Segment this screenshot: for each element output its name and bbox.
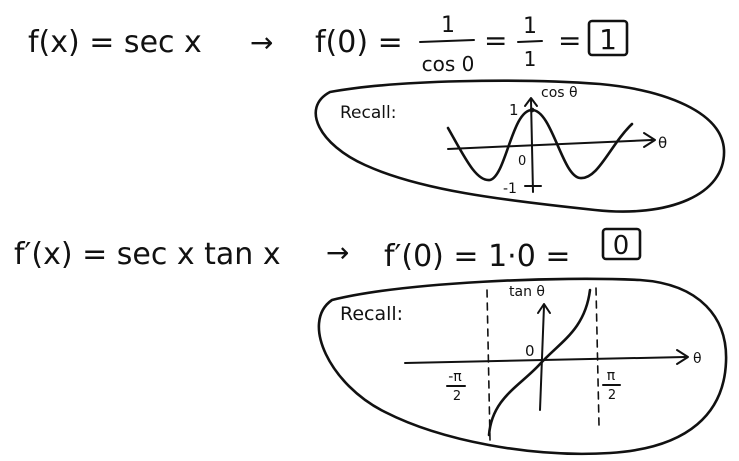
tan-vertical-axis <box>539 305 545 411</box>
cos-curve-label: cos θ <box>541 85 578 101</box>
line2-derivative: f′(x) = sec x tan x <box>14 237 281 272</box>
tan-vertical-arrowhead <box>537 303 551 314</box>
pi-denominator: 2 <box>608 388 616 403</box>
tan-curve-label: tan θ <box>509 284 545 300</box>
answer2-value: 0 <box>613 231 630 261</box>
answer1-value: 1 <box>599 23 617 56</box>
tan-axis-label: θ <box>693 351 702 367</box>
fraction1-numerator: 1 <box>441 13 455 38</box>
line1-equals: = <box>484 24 507 57</box>
cos-peak-dot <box>529 107 535 113</box>
cos-tick-origin: 0 <box>518 154 526 169</box>
fraction1-denominator: cos 0 <box>422 52 475 76</box>
tan-tick-origin: 0 <box>525 342 535 360</box>
tan-asymptote-left <box>486 289 491 441</box>
pi-numerator: π <box>607 368 616 384</box>
fraction2-bar <box>517 40 543 43</box>
fraction1-bar <box>419 39 475 43</box>
line2-arrow: → <box>326 236 349 269</box>
tick-pi-over-2: π 2 <box>602 368 621 403</box>
fraction-1-over-1: 1 1 <box>517 14 543 71</box>
answer2-box <box>601 227 642 261</box>
tangent-graph: tan θ θ 0 -π 2 π 2 <box>404 284 702 441</box>
answer1-box <box>587 19 629 57</box>
tan-theta-arrowhead <box>676 349 689 365</box>
cos-vertical-axis <box>530 99 534 193</box>
cos-tick-one: 1 <box>509 101 519 119</box>
cos-tick-minus-one-label: -1 <box>503 181 517 197</box>
minus-pi-denominator: 2 <box>453 389 461 404</box>
cos-theta-arrowhead <box>643 132 656 148</box>
line1-arrow: → <box>250 26 273 59</box>
tangent-curve <box>487 288 592 437</box>
cos-theta-axis <box>447 139 653 150</box>
line1-eval-lhs: f(0) = <box>315 25 403 60</box>
cosine-graph: cos θ θ 1 0 -1 <box>446 85 667 197</box>
line1-function: f(x) = sec x <box>28 25 202 60</box>
fraction2-numerator: 1 <box>523 14 537 39</box>
recall1-blob-outline <box>314 79 726 213</box>
tan-asymptote-right <box>595 287 600 426</box>
cos-vertical-arrowhead <box>524 97 538 107</box>
recall2-label: Recall: <box>340 303 403 325</box>
line2-eval: f′(0) = 1·0 = <box>384 239 570 274</box>
recall1-label: Recall: <box>340 103 396 123</box>
tick-minus-pi-over-2: -π 2 <box>446 369 466 404</box>
fraction-1-over-cos0: 1 cos 0 <box>419 13 475 76</box>
line1-equals-2: = <box>558 24 581 57</box>
minus-pi-numerator: -π <box>448 369 462 385</box>
cos-axis-label: θ <box>658 134 667 152</box>
fraction2-denominator: 1 <box>524 47 537 71</box>
recall2-blob-outline <box>317 277 728 456</box>
